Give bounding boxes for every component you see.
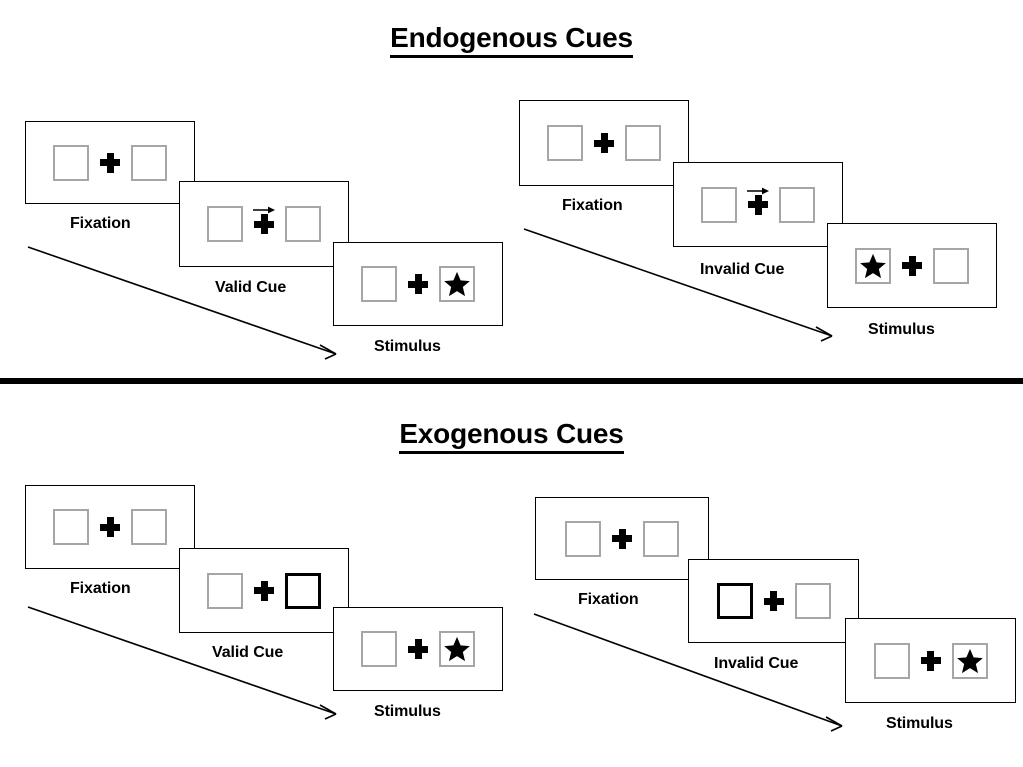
section-divider [0, 378, 1023, 384]
trial-frame-stimulus[interactable] [827, 223, 997, 308]
star-icon [444, 636, 470, 662]
fixation-cross-icon [753, 583, 795, 619]
placeholder-box-right[interactable] [131, 144, 167, 181]
fixation-cross-icon [397, 266, 439, 302]
trial-frame-stimulus[interactable] [333, 607, 503, 691]
trial-frame-fixation[interactable] [519, 100, 689, 186]
frame-caption-fixation: Fixation [578, 591, 639, 608]
placeholder-box-left[interactable] [207, 206, 243, 242]
frame-caption-valid-cue: Valid Cue [212, 644, 284, 661]
target-box-left[interactable] [855, 247, 891, 284]
section-title-exogenous-text: Exogenous Cues [399, 418, 624, 454]
frame-caption-stimulus: Stimulus [886, 715, 953, 732]
fixation-cross-icon [397, 631, 439, 667]
placeholder-box-right[interactable] [625, 125, 661, 161]
placeholder-box-right[interactable] [131, 509, 167, 545]
placeholder-box-left[interactable] [53, 509, 89, 545]
trial-frame-valid-cue[interactable] [179, 548, 349, 633]
cued-box-left[interactable] [716, 583, 753, 619]
frame-caption-stimulus: Stimulus [374, 338, 441, 355]
target-box-right[interactable] [439, 631, 475, 667]
frame-caption-stimulus: Stimulus [868, 321, 935, 338]
placeholder-box-right[interactable] [933, 247, 969, 284]
star-icon [444, 271, 470, 297]
frame-caption-fixation: Fixation [562, 197, 623, 214]
star-icon [956, 648, 983, 673]
trial-frame-invalid-cue[interactable] [673, 162, 843, 247]
trial-frame-fixation[interactable] [25, 121, 195, 204]
frame-caption-fixation: Fixation [70, 215, 131, 232]
fixation-cross-icon [601, 521, 643, 557]
placeholder-box-left[interactable] [873, 642, 910, 679]
section-title-endogenous-text: Endogenous Cues [390, 22, 633, 58]
target-box-right[interactable] [951, 642, 988, 679]
placeholder-box-right[interactable] [643, 520, 679, 557]
frame-caption-invalid-cue: Invalid Cue [700, 261, 785, 278]
placeholder-box-right[interactable] [794, 583, 831, 619]
trial-frame-fixation[interactable] [535, 497, 709, 580]
target-box-right[interactable] [439, 266, 475, 302]
placeholder-box-left[interactable] [361, 266, 397, 302]
trial-frame-fixation[interactable] [25, 485, 195, 569]
trial-frame-invalid-cue[interactable] [688, 559, 859, 643]
fixation-cross-icon [737, 187, 779, 223]
section-endogenous: Endogenous Cues Fixation [0, 22, 1023, 360]
trial-frame-valid-cue[interactable] [179, 181, 349, 267]
cued-box-right[interactable] [285, 572, 321, 609]
fixation-cross-icon [89, 509, 131, 545]
trial-frame-stimulus[interactable] [333, 242, 503, 326]
placeholder-box-left[interactable] [361, 631, 397, 667]
fixation-cross-icon [583, 125, 625, 161]
section-title-endogenous: Endogenous Cues [0, 22, 1023, 58]
frame-caption-invalid-cue: Invalid Cue [714, 655, 799, 672]
frame-caption-fixation: Fixation [70, 580, 131, 597]
section-exogenous: Exogenous Cues Fixation [0, 385, 1023, 767]
fixation-cross-icon [243, 206, 285, 242]
fixation-cross-icon [243, 573, 285, 609]
frame-caption-valid-cue: Valid Cue [215, 279, 287, 296]
fixation-cross-icon [89, 145, 131, 181]
placeholder-box-left[interactable] [207, 572, 243, 609]
placeholder-box-left[interactable] [565, 520, 601, 557]
placeholder-box-left[interactable] [53, 144, 89, 181]
section-title-exogenous: Exogenous Cues [0, 418, 1023, 454]
placeholder-box-right[interactable] [285, 206, 321, 242]
fixation-cross-icon [891, 248, 933, 284]
fixation-cross-icon [910, 643, 952, 679]
star-icon [860, 253, 886, 278]
trial-frame-stimulus[interactable] [845, 618, 1016, 703]
frame-caption-stimulus: Stimulus [374, 703, 441, 720]
placeholder-box-right[interactable] [779, 186, 815, 223]
placeholder-box-left[interactable] [547, 125, 583, 161]
placeholder-box-left[interactable] [701, 186, 737, 223]
